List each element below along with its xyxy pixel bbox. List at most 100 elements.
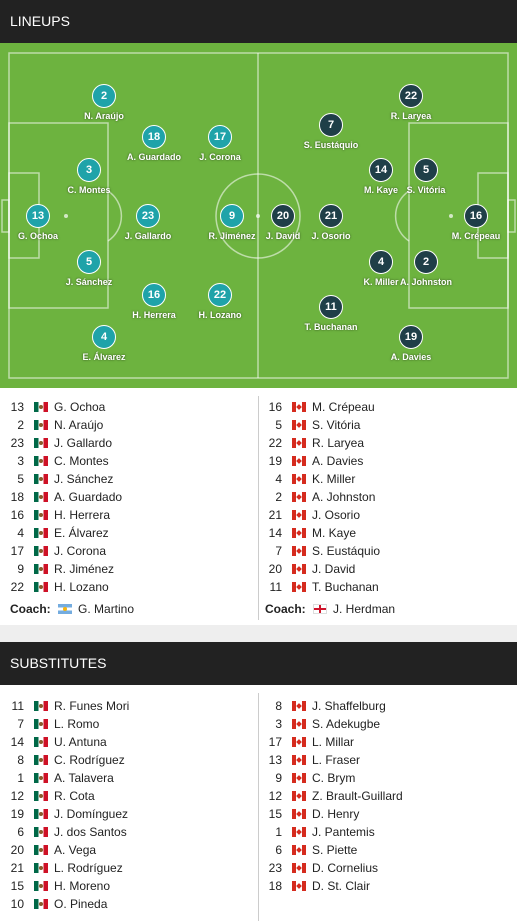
away-coach-name: J. Herdman (333, 602, 396, 616)
pitch-player-name: A. Guardado (126, 152, 181, 162)
player-number: 1 (275, 825, 282, 839)
canada-flag-icon (292, 510, 306, 520)
player-name: R. Jiménez (54, 562, 115, 576)
player-number: 18 (10, 490, 24, 504)
player-name: J. Pantemis (312, 825, 375, 839)
shirt-number-badge: 16 (142, 283, 166, 307)
player-number: 6 (275, 843, 282, 857)
player-number: 5 (17, 472, 24, 486)
mexico-flag-icon (34, 755, 48, 765)
player-number: 12 (268, 789, 282, 803)
player-row[interactable]: 1 J. Pantemis (258, 823, 516, 841)
mexico-flag-icon (34, 701, 48, 711)
player-name: C. Rodríguez (54, 753, 125, 767)
pitch-player-name: S. Eustáquio (303, 140, 359, 150)
canada-flag-icon (292, 546, 306, 556)
canada-flag-icon (292, 719, 306, 729)
canada-flag-icon (292, 737, 306, 747)
canada-flag-icon (292, 845, 306, 855)
player-number: 5 (275, 418, 282, 432)
shirt-number-badge: 13 (26, 204, 50, 228)
player-name: C. Brym (312, 771, 356, 785)
player-number: 8 (17, 753, 24, 767)
player-name: A. Vega (54, 843, 97, 857)
player-name: O. Pineda (54, 897, 108, 911)
england-flag-icon (313, 604, 328, 614)
canada-flag-icon (292, 701, 306, 711)
player-name: H. Lozano (54, 580, 109, 594)
canada-flag-icon (292, 791, 306, 801)
player-row[interactable]: 8 C. Rodríguez (0, 751, 258, 769)
canada-flag-icon (292, 755, 306, 765)
